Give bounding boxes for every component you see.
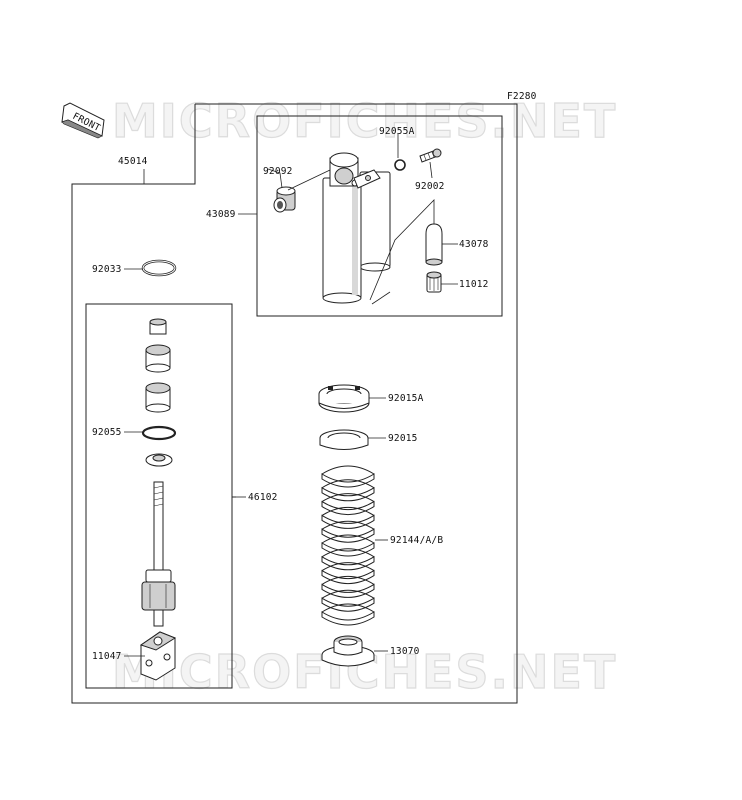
label-43078: 43078 bbox=[459, 239, 489, 250]
figure-code: F2280 bbox=[507, 91, 537, 102]
piston-rod-box bbox=[85, 303, 233, 689]
leader-92092-pin bbox=[287, 169, 331, 191]
spring-coil-back bbox=[321, 506, 375, 516]
label-92015A: 92015A bbox=[388, 393, 424, 404]
spring-coil-front bbox=[321, 611, 375, 626]
spring-coil-front bbox=[321, 486, 375, 502]
label-11012: 11012 bbox=[459, 279, 489, 290]
label-92092: 92092 bbox=[263, 166, 293, 177]
spring-coil-front bbox=[321, 514, 375, 529]
oring-92055A-part bbox=[394, 159, 406, 171]
shock-body-box bbox=[256, 115, 503, 317]
front-arrow-icon: FRONT bbox=[61, 102, 105, 139]
leader-92002 bbox=[429, 161, 433, 179]
leader-43078-body bbox=[369, 199, 435, 301]
spring-coil-front bbox=[321, 555, 375, 571]
cap-43078-part bbox=[425, 223, 443, 266]
label-92055: 92055 bbox=[92, 427, 122, 438]
spring-coil-front bbox=[321, 569, 375, 585]
label-92033: 92033 bbox=[92, 264, 122, 275]
spring-coil-front bbox=[321, 500, 375, 516]
spring-coil-back bbox=[321, 465, 375, 475]
shock-body-part bbox=[322, 152, 391, 304]
watermark-top: MICROFICHES.NET bbox=[112, 94, 617, 148]
valve-cap-11012-part bbox=[426, 271, 442, 293]
spring-coil-back bbox=[321, 520, 375, 530]
piston-rod-assembly-part bbox=[139, 318, 177, 681]
shock-base-line bbox=[371, 291, 391, 305]
label-92002: 92002 bbox=[415, 181, 445, 192]
nut-92015A-part bbox=[318, 384, 370, 413]
assembly-frame bbox=[71, 103, 518, 704]
label-43089: 43089 bbox=[206, 209, 236, 220]
spring-coil-back bbox=[321, 548, 375, 558]
spring-coil-front bbox=[321, 528, 375, 543]
seat-13070-part bbox=[321, 635, 375, 667]
label-92015: 92015 bbox=[388, 433, 418, 444]
label-13070: 13070 bbox=[390, 646, 420, 657]
nut-92015-part bbox=[319, 429, 369, 450]
spring-coil-front bbox=[321, 597, 375, 612]
spring-coil-back bbox=[321, 479, 375, 489]
bushing-92092-part bbox=[273, 186, 296, 213]
spring-92144-part bbox=[321, 465, 375, 626]
spring-coil-back bbox=[321, 575, 375, 585]
spring-coil-back bbox=[321, 493, 375, 503]
circlip-92033-part bbox=[141, 259, 177, 277]
label-45014: 45014 bbox=[118, 156, 148, 167]
spring-coil-front bbox=[321, 583, 375, 598]
spring-coil-back bbox=[321, 534, 375, 544]
bolt-92002-part bbox=[419, 148, 442, 163]
spring-coil-back bbox=[321, 589, 375, 599]
label-11047: 11047 bbox=[92, 651, 122, 662]
label-92055A: 92055A bbox=[379, 126, 415, 137]
leader-92092 bbox=[267, 168, 283, 189]
label-46102: 46102 bbox=[248, 492, 278, 503]
spring-coil-front bbox=[321, 542, 375, 557]
spring-coil-front bbox=[321, 473, 375, 488]
oring-92055-part bbox=[141, 425, 177, 441]
spring-coil-back bbox=[321, 603, 375, 613]
spring-coil-back bbox=[321, 562, 375, 572]
label-92144: 92144/A/B bbox=[390, 535, 443, 546]
